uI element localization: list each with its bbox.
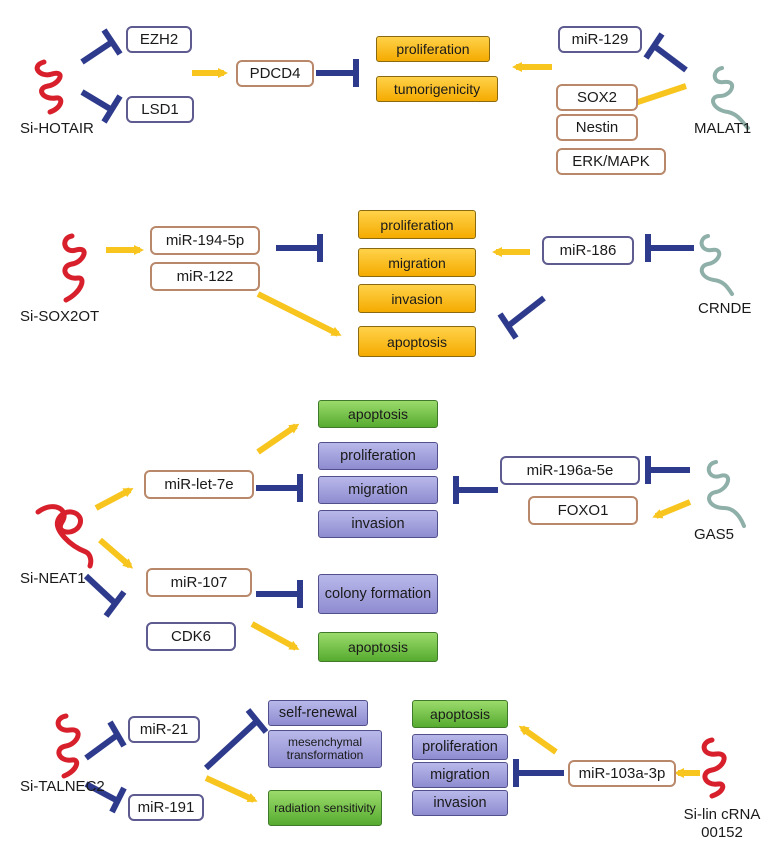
arrow-neat1-mir107: [98, 537, 134, 569]
arrow-to-apoptosis: [256, 291, 342, 337]
mir129-node: miR-129: [558, 26, 642, 53]
mesenchymal-transformation-node: mesenchymal transformation: [268, 730, 382, 768]
inhibit-mir103-migration: [513, 759, 564, 787]
rna-icon-crnde: [699, 234, 734, 296]
rna-icon-talnec2: [55, 713, 81, 779]
inhibit-mir107-colony: [256, 580, 303, 608]
rna-icon-neat1: [35, 504, 94, 569]
si-talnec2-label: Si-TALNEC2: [20, 778, 105, 795]
sox2-node: SOX2: [556, 84, 638, 111]
inhibit-mir196-migration: [453, 476, 498, 504]
rna-icon-malat1: [711, 66, 750, 130]
inhibit-mir21-selfrenewal: [203, 708, 269, 771]
foxo1-node: FOXO1: [528, 496, 638, 525]
inhibit-hotair-ezh2: [80, 28, 123, 65]
mir191-node: miR-191: [128, 794, 204, 821]
arrow-let7e-apoptosis: [256, 423, 300, 455]
mir107-node: miR-107: [146, 568, 252, 597]
mir103-node: miR-103a-3p: [568, 760, 676, 787]
mir21-node: miR-21: [128, 716, 200, 743]
migration-node-3: migration: [318, 476, 438, 504]
migration-node-4: migration: [412, 762, 508, 788]
crnde-label: CRNDE: [698, 300, 752, 317]
inhibition-edges: [80, 28, 694, 814]
inhibit-hotair-lsd1: [80, 89, 123, 124]
mir-let7e-node: miR-let-7e: [144, 470, 254, 499]
invasion-node-2: invasion: [358, 284, 476, 313]
arrow-mir103-apoptosis: [518, 725, 558, 755]
invasion-node-4: invasion: [412, 790, 508, 816]
rna-icon-gas5: [706, 460, 746, 528]
rna-icon-hotair: [34, 59, 64, 115]
inhibit-malat1-mir129: [643, 32, 688, 73]
migration-node-2: migration: [358, 248, 476, 277]
apoptosis-node-2: apoptosis: [358, 326, 476, 357]
proliferation-node-2: proliferation: [358, 210, 476, 239]
mir194-node: miR-194-5p: [150, 226, 260, 255]
inhibit-neat1-cdk6: [83, 573, 127, 618]
nestin-node: Nestin: [556, 114, 638, 141]
radiation-sensitivity-node: radiation sensitivity: [268, 790, 382, 826]
si-lincrna-label: Si-lin cRNA 00152: [683, 806, 761, 841]
arrow-cdk6-apoptosis: [250, 621, 300, 651]
inhibit-crnde-mir186: [645, 234, 694, 262]
proliferation-node: proliferation: [376, 36, 490, 62]
erk-mapk-node: ERK/MAPK: [556, 148, 666, 175]
arrow-gas5-foxo1: [652, 499, 692, 519]
invasion-node-3: invasion: [318, 510, 438, 538]
malat1-label: MALAT1: [694, 120, 752, 137]
apoptosis-node-3a: apoptosis: [318, 400, 438, 428]
gas5-label: GAS5: [694, 526, 735, 543]
inhibit-gas5-mir196: [645, 456, 690, 484]
ezh2-node: EZH2: [126, 26, 192, 53]
mir196-node: miR-196a-5e: [500, 456, 640, 485]
rna-icon-sox2ot: [62, 233, 87, 303]
cdk6-node: CDK6: [146, 622, 236, 651]
inhibit-let7e-proliferation: [256, 474, 303, 502]
activation-edges: [94, 62, 700, 803]
mir122-node: miR-122: [150, 262, 260, 291]
mir186-node: miR-186: [542, 236, 634, 265]
inhibit-pdcd4-proliferation: [316, 59, 359, 87]
rna-icon-lincrna: [701, 737, 727, 799]
apoptosis-node-3b: apoptosis: [318, 632, 438, 662]
inhibit-crnde-apoptosis: [497, 295, 546, 340]
si-sox2ot-label: Si-SOX2OT: [20, 308, 100, 325]
si-neat1-label: Si-NEAT1: [20, 570, 86, 587]
inhibit-mir194-proliferation: [276, 234, 323, 262]
proliferation-node-4: proliferation: [412, 734, 508, 760]
arrow-neat1-let7e: [94, 487, 134, 511]
inhibit-talnec2-mir21: [84, 720, 127, 761]
inhibit-talnec2-mir191: [84, 781, 127, 814]
arrow-mir191-radiation: [204, 775, 258, 803]
proliferation-node-3: proliferation: [318, 442, 438, 470]
self-renewal-node: self-renewal: [268, 700, 368, 726]
lsd1-node: LSD1: [126, 96, 194, 123]
tumorigenicity-node: tumorigenicity: [376, 76, 498, 102]
pdcd4-node: PDCD4: [236, 60, 314, 87]
apoptosis-node-4: apoptosis: [412, 700, 508, 728]
colony-formation-node: colony formation: [318, 574, 438, 614]
si-hotair-label: Si-HOTAIR: [20, 120, 94, 137]
